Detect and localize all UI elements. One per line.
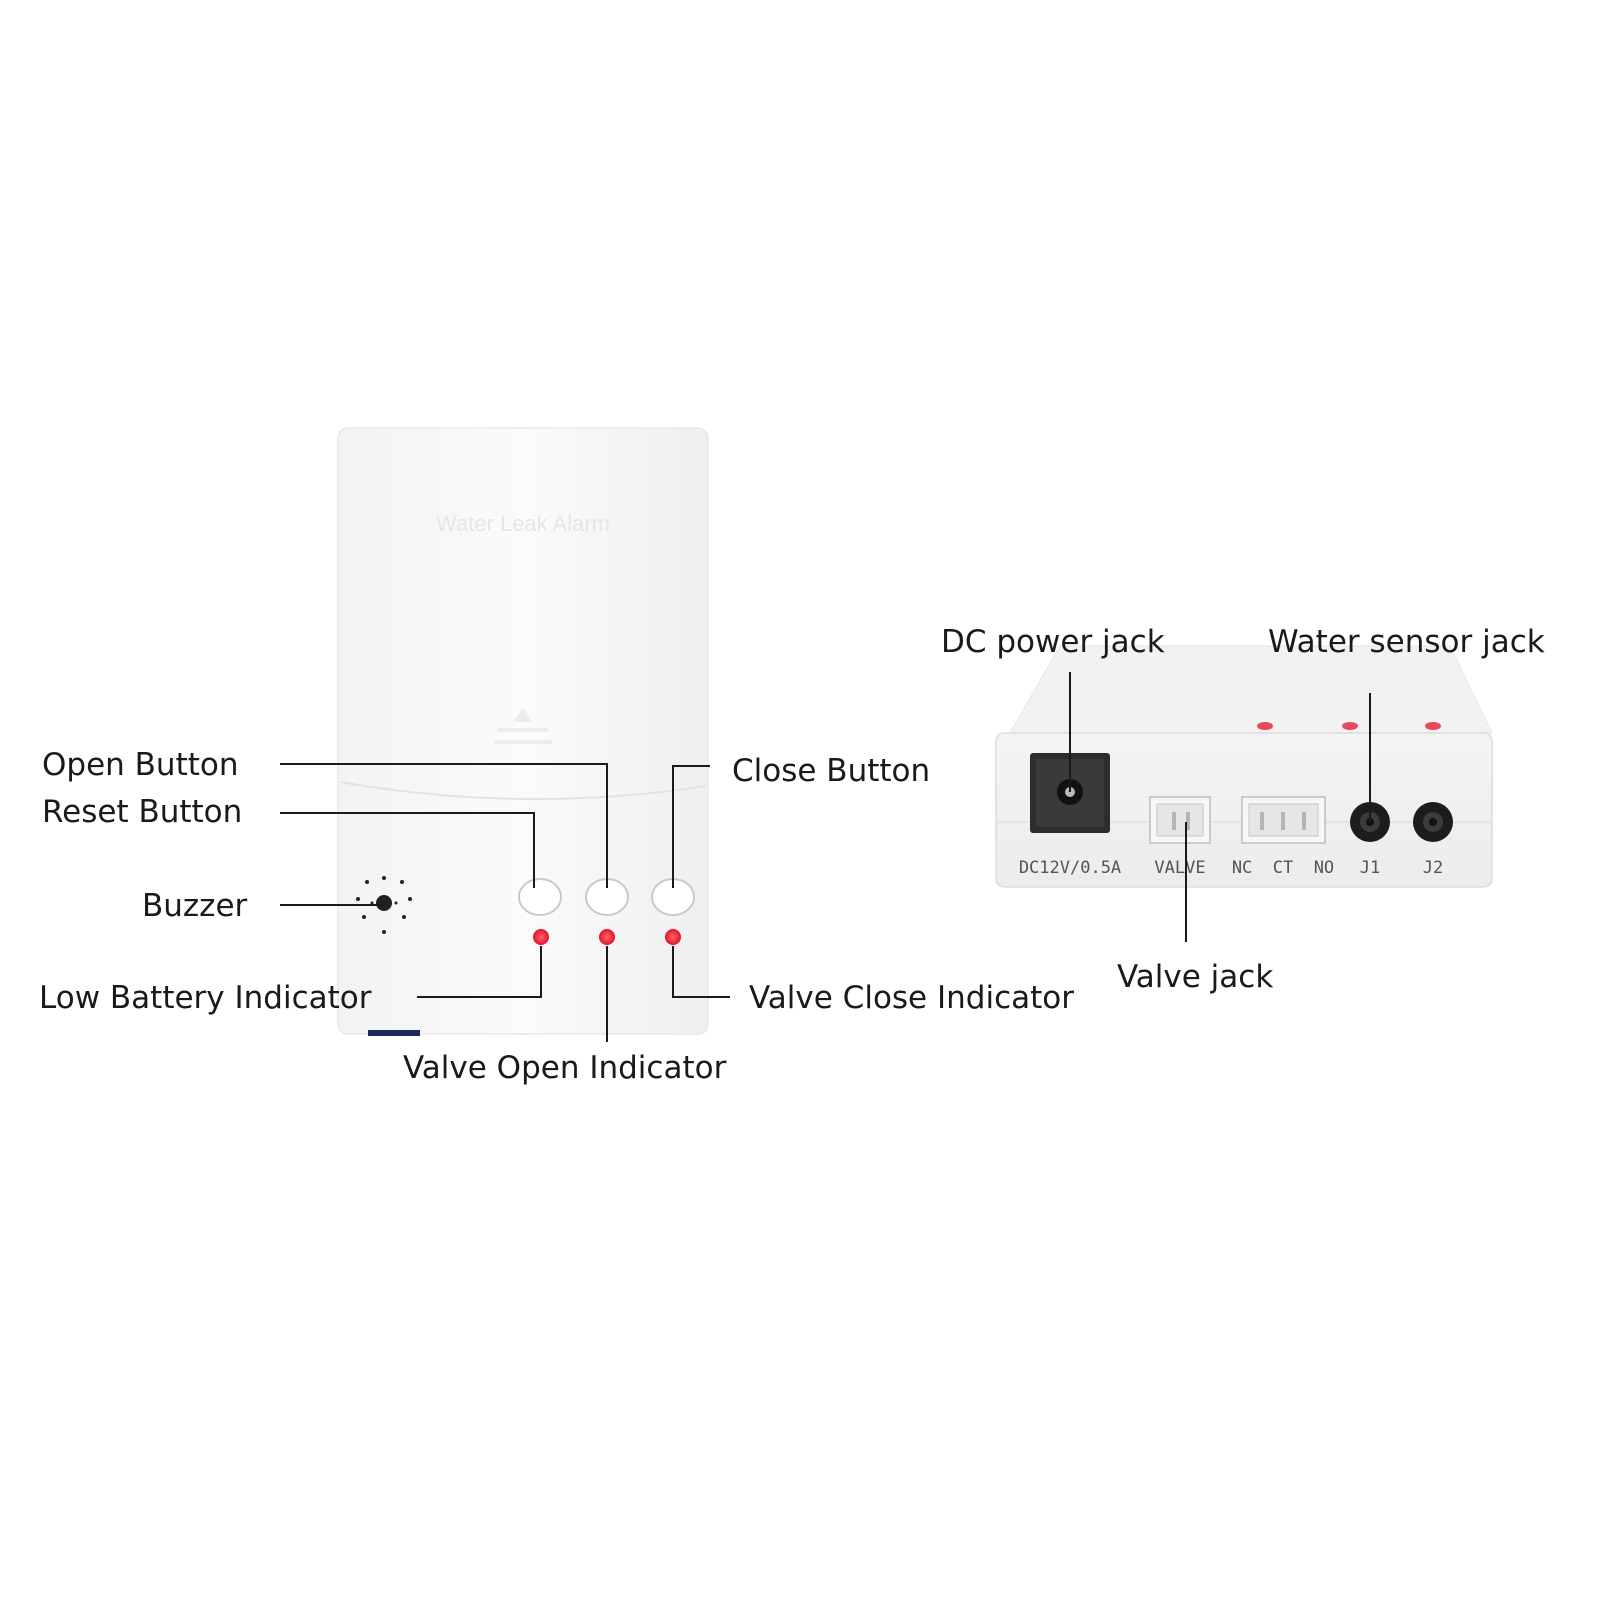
label-valve-close: Valve Close Indicator — [749, 980, 1074, 1016]
reset-button[interactable] — [518, 878, 562, 916]
port-text-dc: DC12V/0.5A — [1019, 858, 1121, 878]
label-dc-power-jack: DC power jack — [941, 624, 1165, 660]
label-low-battery: Low Battery Indicator — [39, 980, 372, 1016]
label-open-button: Open Button — [42, 747, 239, 783]
device-faint-title: Water Leak Alarm — [436, 511, 610, 536]
top-led-3 — [1425, 722, 1441, 730]
label-reset-button: Reset Button — [42, 794, 242, 830]
buzzer-holes-icon — [356, 876, 412, 934]
panel-seam — [339, 781, 707, 801]
relay-connector[interactable] — [1241, 796, 1326, 844]
leader-open-button — [280, 763, 608, 888]
bottom-tab — [368, 1030, 420, 1036]
label-valve-open: Valve Open Indicator — [403, 1050, 727, 1086]
leader-low-battery — [417, 946, 542, 998]
leader-reset-button — [280, 812, 535, 888]
label-valve-jack: Valve jack — [1117, 959, 1273, 995]
label-water-sensor-jack: Water sensor jack — [1268, 624, 1545, 660]
j2-sensor-jack[interactable] — [1413, 802, 1453, 842]
low-battery-led — [533, 929, 549, 945]
label-close-button: Close Button — [732, 753, 930, 789]
leader-close-button — [672, 765, 710, 888]
front-device: Water Leak Alarm — [337, 427, 709, 1036]
leader-valve-close — [672, 946, 730, 998]
valve-connector[interactable] — [1149, 796, 1211, 844]
top-led-2 — [1342, 722, 1358, 730]
front-leader-lines — [280, 763, 730, 1042]
label-buzzer: Buzzer — [142, 888, 248, 924]
side-leader-lines — [1069, 672, 1371, 942]
valve-open-led — [599, 929, 615, 945]
valve-close-led — [665, 929, 681, 945]
port-text-valve: VALVE — [1154, 858, 1205, 878]
port-text-relay: NC CT NO — [1232, 858, 1334, 878]
water-drop-logo-icon — [494, 708, 552, 744]
port-text-j2: J2 — [1423, 858, 1443, 878]
top-led-1 — [1257, 722, 1273, 730]
port-text-j1: J1 — [1360, 858, 1380, 878]
